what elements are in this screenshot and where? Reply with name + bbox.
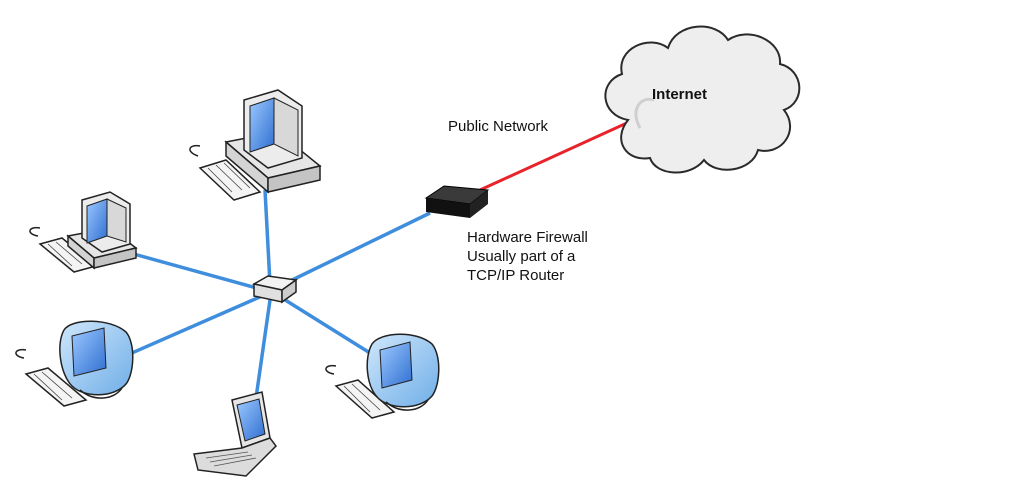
link-hub-desktop-left xyxy=(129,251,265,292)
imac-computer-icon xyxy=(15,320,134,407)
firewall-label: Hardware Firewall Usually part of a TCP/… xyxy=(467,228,588,285)
desktop-computer-icon xyxy=(189,89,322,201)
firewall-label-line: Usually part of a xyxy=(467,248,576,265)
router-firewall-icon xyxy=(424,185,490,218)
firewall-label-line: TCP/IP Router xyxy=(467,267,565,284)
cloud-icon xyxy=(604,25,801,174)
link-hub-imac-right xyxy=(281,296,379,360)
public-network-label: Public Network xyxy=(448,118,549,135)
internet-label: Internet xyxy=(652,86,708,103)
link-router-internet xyxy=(479,115,641,192)
link-hub-laptop xyxy=(253,299,272,406)
laptop-icon xyxy=(193,391,277,477)
firewall-label-line: Hardware Firewall xyxy=(467,229,588,246)
link-hub-imac-left xyxy=(124,294,263,358)
imac-computer-icon xyxy=(325,333,440,419)
hub-icon xyxy=(251,275,298,304)
lan-links xyxy=(124,189,431,406)
link-hub-desktop-top xyxy=(263,189,272,285)
link-hub-router xyxy=(287,211,431,284)
desktop-computer-icon xyxy=(29,191,138,273)
